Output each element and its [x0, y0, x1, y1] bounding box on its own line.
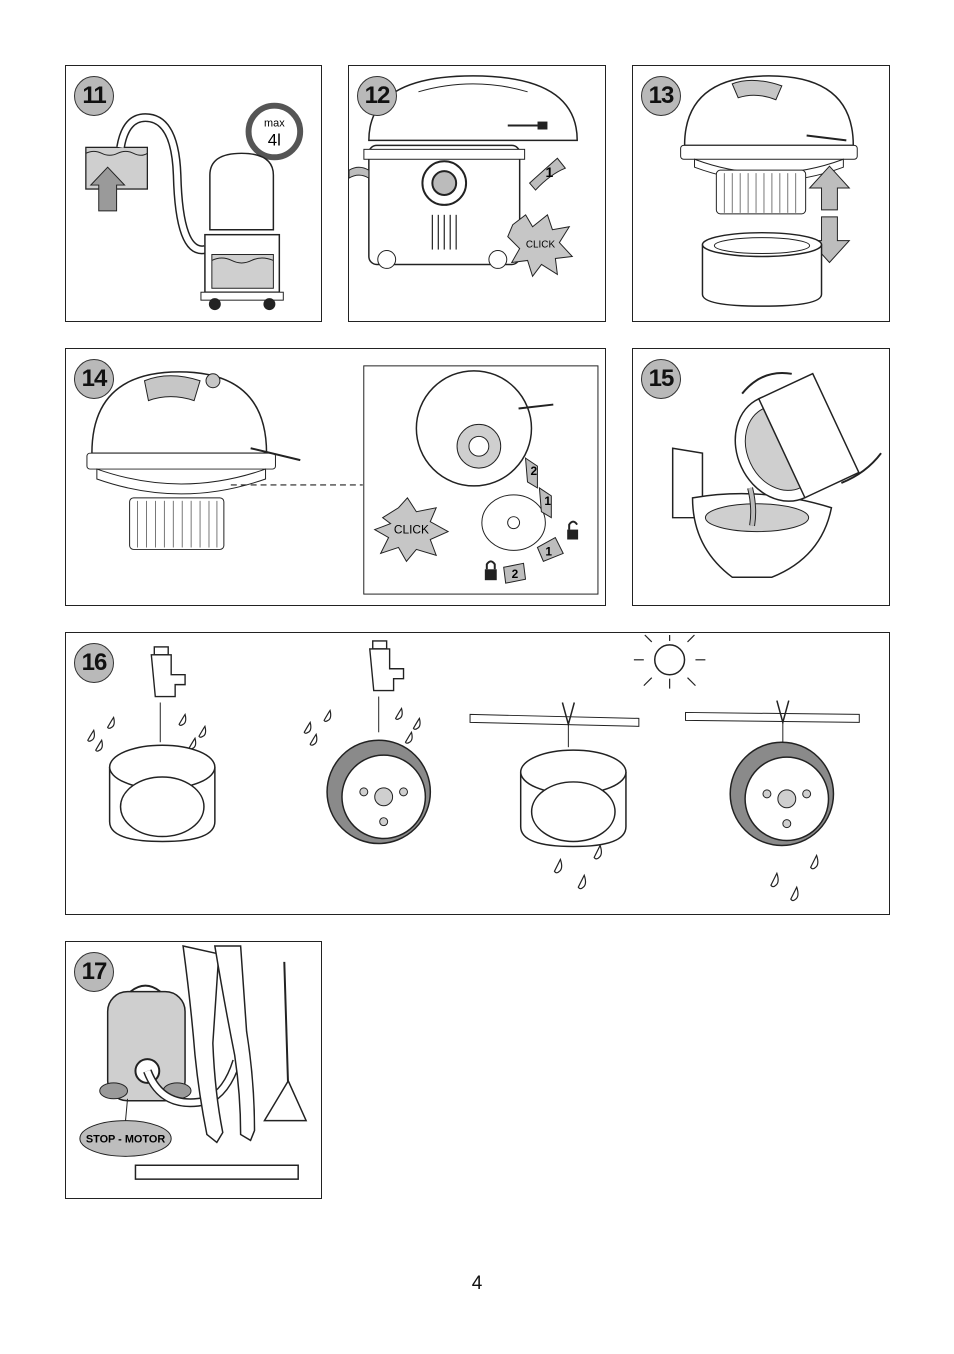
max-label: max [264, 118, 285, 130]
step-17-panel: 17 STOP - MOTOR [65, 941, 322, 1199]
arrow-label: 1 [545, 544, 552, 558]
step-number-badge: 15 [641, 359, 681, 399]
click-label: CLICK [526, 240, 556, 251]
click-label: CLICK [394, 523, 429, 537]
arrow-label: 1 [544, 494, 551, 508]
step-number-badge: 12 [357, 76, 397, 116]
arrow-label: 1 [545, 164, 553, 180]
step-15-panel: 15 [632, 348, 890, 606]
stop-motor-label: STOP - MOTOR [86, 1133, 166, 1145]
step-number-badge: 16 [74, 643, 114, 683]
step-12-panel: 12 1 CLICK [348, 65, 606, 322]
step-11-panel: 11 max 4l [65, 65, 322, 322]
max-value: 4l [268, 130, 281, 149]
arrow-label: 2 [530, 464, 537, 478]
remove-lid-illustration: 1 CLICK [349, 75, 578, 278]
page-number: 4 [471, 1273, 483, 1294]
step-number-badge: 17 [74, 952, 114, 992]
step-13-panel: 13 [632, 65, 890, 322]
remove-filter-illustration [680, 75, 858, 307]
clean-and-dry-filters-illustration [87, 634, 860, 902]
stop-motor-illustration: STOP - MOTOR [79, 945, 308, 1180]
fill-water-illustration: max 4l [85, 102, 304, 311]
step-number-badge: 14 [74, 359, 114, 399]
step-number-badge: 11 [74, 76, 114, 116]
empty-container-illustration [671, 372, 882, 578]
step-16-panel: 16 [65, 632, 890, 915]
arrow-label: 2 [512, 567, 519, 581]
filter-lock-illustration: 2 1 1 2 CLICK [86, 365, 599, 595]
step-number-badge: 13 [641, 76, 681, 116]
step-14-panel: 14 2 1 1 2 CLICK [65, 348, 606, 606]
